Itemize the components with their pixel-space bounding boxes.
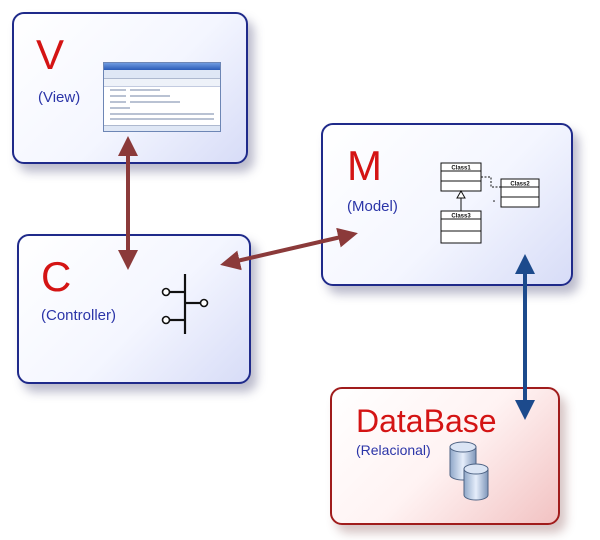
view-box: V (View) bbox=[12, 12, 248, 164]
class1-label: Class1 bbox=[451, 166, 471, 172]
model-letter: M bbox=[347, 142, 382, 189]
database-icon bbox=[449, 441, 489, 501]
controller-model-arrow bbox=[220, 227, 358, 271]
database-sublabel: (Relacional) bbox=[356, 442, 431, 458]
view-letter: V bbox=[36, 31, 65, 78]
controller-sublabel: (Controller) bbox=[41, 307, 117, 324]
database-box: DataBase (Relacional) bbox=[330, 387, 560, 525]
view-sublabel: (View) bbox=[38, 89, 81, 106]
controller-letter: C bbox=[41, 253, 72, 300]
model-sublabel: (Model) bbox=[347, 198, 398, 215]
browser-window-icon bbox=[103, 62, 221, 132]
class3-label: Class3 bbox=[451, 214, 471, 220]
class2-label: Class2 bbox=[510, 182, 530, 188]
database-title: DataBase bbox=[356, 403, 497, 439]
switch-icon bbox=[161, 274, 209, 334]
class-diagram-icon: Class1 Class2 Class3 bbox=[440, 162, 540, 244]
